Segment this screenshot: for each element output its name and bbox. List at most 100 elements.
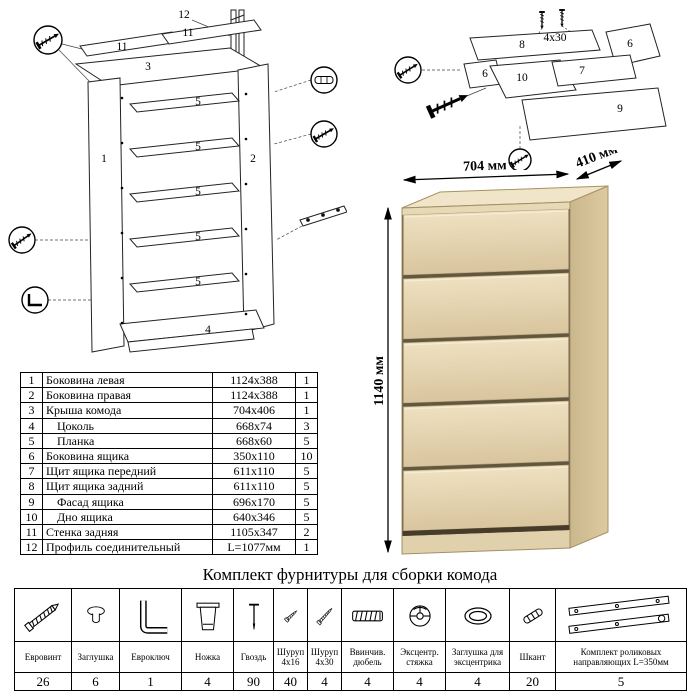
leg-icon bbox=[195, 602, 220, 631]
table-row: 6 Боковина ящика 350x110 10 bbox=[20, 447, 318, 465]
part-size: L=1077мм bbox=[212, 539, 296, 556]
plank-drawing bbox=[128, 272, 241, 293]
dimension-arrows bbox=[384, 160, 623, 554]
hardware-name: Эксцентр. стяжка bbox=[393, 641, 446, 673]
part-callout-number: 5 bbox=[195, 186, 201, 198]
part-name: Фасад ящика bbox=[42, 493, 213, 510]
screw-small-icon bbox=[283, 610, 297, 623]
part-callout-number: 5 bbox=[195, 141, 201, 153]
part-number: 11 bbox=[20, 523, 43, 541]
right-side-panel-drawing bbox=[237, 63, 275, 333]
hardware-qty: 20 bbox=[509, 672, 556, 691]
part-number: 1 bbox=[20, 371, 43, 389]
drawer-front bbox=[403, 272, 569, 340]
plank-drawing bbox=[128, 137, 241, 158]
part-number: 3 bbox=[20, 402, 43, 419]
fastener-dots bbox=[120, 92, 248, 325]
table-row: 1 Боковина левая 1124x388 1 bbox=[20, 371, 318, 389]
part-callout-number: 6 bbox=[627, 38, 633, 50]
part-callout-number: 2 bbox=[250, 153, 256, 165]
part-qty: 5 bbox=[295, 463, 318, 480]
part-callout-number: 5 bbox=[195, 96, 201, 108]
drawer-front bbox=[403, 400, 569, 468]
hardware-icons-row bbox=[14, 588, 687, 642]
part-callout-number: 5 bbox=[195, 231, 201, 243]
table-row: 5 Планка 668x60 5 bbox=[20, 432, 318, 449]
part-callout-number: 5 bbox=[195, 276, 201, 288]
hardware-icon-cell bbox=[393, 588, 446, 642]
part-callout-number: 11 bbox=[182, 27, 193, 39]
hardware-icon-cell bbox=[119, 588, 182, 642]
part-name: Дно ящика bbox=[42, 508, 213, 525]
hardware-icon-cell bbox=[233, 588, 274, 642]
part-name: Стенка задняя bbox=[42, 523, 213, 541]
drawer-front bbox=[403, 208, 569, 276]
callout-screw-icon bbox=[8, 226, 36, 254]
hardware-icon-cell bbox=[273, 588, 308, 642]
width-dimension-label: 704 мм bbox=[463, 158, 508, 175]
cam-lock-icon bbox=[408, 605, 431, 627]
part-callout-number: 11 bbox=[116, 41, 127, 53]
part-qty: 3 bbox=[295, 417, 318, 434]
depth-dimension-label: 410 мм bbox=[574, 150, 620, 172]
part-qty: 1 bbox=[295, 539, 318, 556]
hardware-qty: 90 bbox=[233, 672, 274, 691]
wooden-dowel-icon bbox=[522, 608, 543, 624]
hardware-name: Евроключ bbox=[119, 641, 182, 673]
part-size: 611x110 bbox=[212, 463, 296, 480]
plank-drawing bbox=[128, 182, 241, 203]
product-render: 704 мм 410 мм 1140 мм bbox=[374, 150, 623, 555]
callout-dowel-icon bbox=[310, 66, 338, 94]
base-panel-drawing bbox=[119, 309, 265, 343]
part-name: Боковина правая bbox=[42, 387, 213, 404]
part-qty: 5 bbox=[295, 478, 318, 495]
drawer-back-panel-drawing bbox=[469, 29, 601, 61]
part-number: 7 bbox=[20, 463, 43, 480]
hardware-icon-cell bbox=[14, 588, 72, 642]
table-row: 11 Стенка задняя 1105x347 2 bbox=[20, 523, 318, 541]
callout-screw-icon bbox=[33, 25, 63, 55]
part-qty: 2 bbox=[295, 523, 318, 541]
callout-screw-icon bbox=[508, 148, 532, 170]
table-row: 7 Щит ящика передний 611x110 5 bbox=[20, 463, 318, 480]
part-name: Боковина левая bbox=[42, 371, 213, 389]
hardware-kit-title: Комплект фурнитуры для сборки комода bbox=[202, 565, 498, 584]
hardware-qty: 4 bbox=[307, 672, 342, 691]
part-qty: 5 bbox=[295, 432, 318, 449]
hardware-qty-row: 26 6 1 4 90 40 4 4 4 4 20 5 bbox=[14, 672, 687, 691]
part-qty: 1 bbox=[295, 402, 318, 419]
table-row: 3 Крыша комода 704x406 1 bbox=[20, 402, 318, 419]
part-name: Цоколь bbox=[42, 417, 213, 434]
hardware-name: Заглушка bbox=[71, 641, 120, 673]
drawer-exploded-diagram: 8 4x30 6 6 10 7 9 bbox=[394, 9, 667, 170]
cap-icon bbox=[86, 606, 105, 624]
part-number: 6 bbox=[20, 447, 43, 465]
hardware-name: Ножка bbox=[181, 641, 234, 673]
part-callout-number: 1 bbox=[101, 153, 107, 165]
part-qty: 1 bbox=[295, 371, 318, 389]
hardware-name: Комплект роликовых направляющих L=350мм bbox=[555, 641, 687, 673]
roller-guides-icon bbox=[568, 595, 670, 634]
hardware-name: Шуруп 4x30 bbox=[307, 641, 342, 673]
left-side-panel-drawing bbox=[87, 77, 125, 353]
hardware-qty: 4 bbox=[393, 672, 446, 691]
table-row: 8 Щит ящика задний 611x110 5 bbox=[20, 478, 318, 495]
part-size: 1124x388 bbox=[212, 371, 296, 389]
back-panel-drawing bbox=[161, 19, 262, 45]
confirmat-screw-icon bbox=[24, 603, 60, 633]
drawer-front bbox=[403, 336, 569, 404]
hardware-qty: 6 bbox=[71, 672, 120, 691]
part-name: Профиль соединительный bbox=[42, 539, 213, 556]
hardware-qty: 4 bbox=[181, 672, 234, 691]
table-row: 2 Боковина правая 1124x388 1 bbox=[20, 387, 318, 404]
hardware-icon-cell bbox=[181, 588, 234, 642]
nail-icon bbox=[248, 603, 259, 630]
part-size: 704x406 bbox=[212, 402, 296, 419]
part-callout-number: 6 bbox=[482, 68, 488, 80]
callout-screw-icon bbox=[394, 56, 422, 84]
frame-exploded-diagram: 12 11 11 3 1 2 5 5 5 5 5 4 bbox=[8, 9, 347, 353]
runner-bracket-drawing bbox=[299, 205, 347, 227]
part-number: 5 bbox=[20, 432, 43, 449]
screw-size-label: 4x30 bbox=[544, 32, 567, 44]
